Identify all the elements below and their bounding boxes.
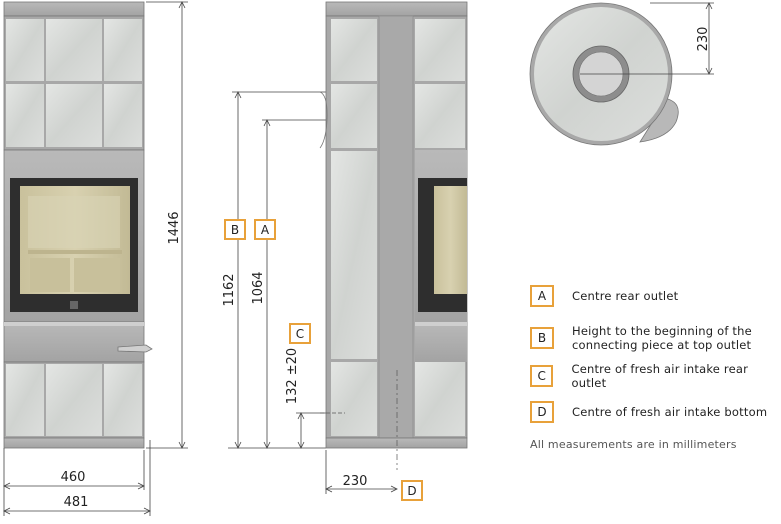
legend-key-a: A (530, 285, 554, 307)
front-view (3, 1, 153, 449)
top-offset-dimension (650, 2, 714, 75)
top-offset-label: 230 (696, 27, 711, 52)
svg-text:A: A (261, 223, 270, 237)
legend-item-b: B Height to the beginning of the connect… (530, 324, 752, 352)
marker-d: D (401, 480, 423, 501)
width-body-label: 460 (61, 470, 86, 485)
legend-item-a: A Centre rear outlet (530, 285, 678, 307)
legend-item-c: C Centre of fresh air intake rear outlet (530, 362, 781, 390)
height-a-label: 1064 (251, 271, 266, 304)
side-offset-label: 230 (343, 474, 368, 489)
measurement-note: All measurements are in millimeters (530, 438, 737, 451)
side-view (319, 1, 468, 470)
width-top-label: 481 (64, 495, 89, 510)
legend-key-d: D (530, 401, 554, 423)
legend-text-c: Centre of fresh air intake rear outlet (571, 362, 749, 390)
height-c-label: 132 ±20 (285, 348, 300, 404)
top-view (529, 2, 714, 146)
legend: A Centre rear outlet B Height to the beg… (530, 0, 781, 524)
marker-b: B (224, 219, 246, 240)
overall-height-label: 1446 (167, 211, 182, 244)
svg-text:D: D (407, 484, 416, 498)
width-dimensions (3, 440, 151, 516)
side-offset-dimension (325, 450, 398, 494)
legend-key-c: C (530, 365, 554, 387)
legend-key-b: B (530, 327, 554, 349)
svg-text:B: B (231, 223, 239, 237)
legend-text-a: Centre rear outlet (572, 289, 679, 303)
legend-item-d: D Centre of fresh air intake bottom (530, 401, 767, 423)
height-dimensions (228, 91, 340, 449)
marker-c: C (289, 323, 311, 344)
marker-a: A (254, 219, 276, 240)
overall-height-dimension (146, 1, 188, 449)
svg-text:C: C (296, 327, 304, 341)
legend-text-d: Centre of fresh air intake bottom (572, 405, 768, 419)
height-b-label: 1162 (222, 273, 237, 306)
legend-text-b: Height to the beginning of the connectin… (572, 324, 752, 352)
